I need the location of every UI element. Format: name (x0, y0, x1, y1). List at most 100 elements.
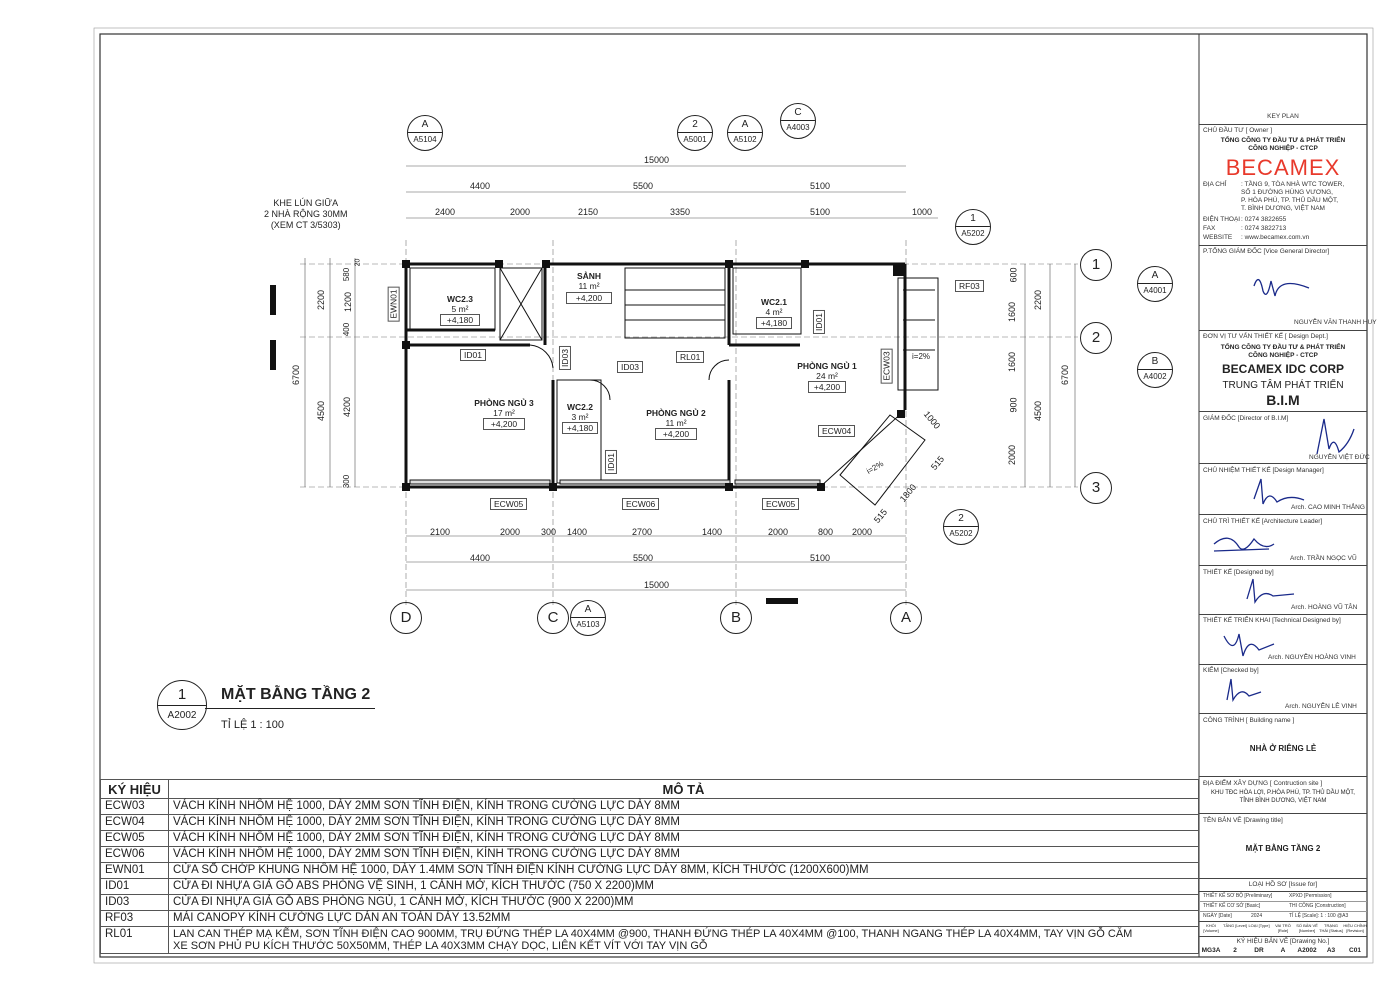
dim: 5500 (633, 181, 654, 191)
dim: 515 (928, 454, 947, 472)
section-marker: 2 A5202 (943, 509, 979, 545)
divider (1199, 901, 1367, 902)
room-name: PHÒNG NGỦ 2 (646, 408, 706, 418)
role-name: Arch. TRẦN NGỌC VŨ (1290, 555, 1357, 562)
issue-values: MG3A 2 DR A A2002 A3 C01 (1201, 947, 1361, 954)
role-label: KIỂM [Checked by] (1203, 667, 1259, 674)
dim-bottom-total: 15000 (644, 580, 670, 590)
table-row: RL01 LAN CAN THÉP MẠ KẼM, SƠN TĨNH ĐIỆN … (100, 926, 1199, 954)
grid-bubble-D: D (390, 602, 422, 634)
curtainwall-tag: ECW06 (622, 498, 660, 510)
window-tag: EWN01 (387, 286, 400, 322)
dim: 400 (342, 322, 352, 337)
room-level: +4,200 (655, 428, 697, 440)
grid-bubble-1: 1 (1080, 249, 1112, 281)
room-level: +4,180 (440, 314, 480, 326)
dim: 1000 (912, 207, 933, 217)
address-label: ĐỊA CHỈ (1203, 181, 1227, 188)
dim: 4400 (470, 553, 491, 563)
legend-col-code: KÝ HIỆU (100, 779, 169, 799)
dim: 1200 (343, 291, 354, 313)
divider (1199, 664, 1367, 665)
grid-bubble-B: B (720, 602, 752, 634)
structural-columns (402, 260, 905, 491)
section-marker: C A4003 (780, 103, 816, 139)
view-bubble: 1 A2002 (157, 680, 207, 730)
project-label: CÔNG TRÌNH [ Building name ] (1203, 717, 1295, 724)
expansion-joint-note: KHE LÚN GIỮA 2 NHÀ RỘNG 30MM (XEM CT 3/5… (264, 198, 348, 230)
dim: 1600 (1007, 301, 1018, 323)
dim: 515 (871, 507, 890, 525)
dim: 2400 (435, 207, 456, 217)
slope-label: i=2% (912, 352, 931, 361)
room-area: 3 m² (571, 412, 589, 422)
issue-construction: THI CÔNG [Construction] (1289, 903, 1346, 909)
divider (1199, 813, 1367, 814)
legend-header: KÝ HIỆU MÔ TẢ (100, 779, 1199, 799)
dim: 2000 (1007, 444, 1018, 466)
curtainwall-tag: ECW05 (762, 498, 800, 510)
divider (1199, 776, 1367, 777)
door-tag: ID03 (617, 361, 643, 373)
divider (1199, 411, 1367, 412)
scale-label: TỈ LỆ [Scale]: 1 : 100 @A3 (1289, 913, 1349, 919)
room-level: +4,200 (566, 292, 612, 304)
dim: 2200 (1033, 289, 1044, 311)
dim-top-total: 15000 (644, 155, 670, 165)
drawing-no-label: KÝ HIỆU BẢN VẼ [Drawing No.] (1236, 938, 1330, 945)
dim: 1000 (921, 409, 943, 431)
role-name: Arch. NGUYỄN LÊ VINH (1285, 703, 1357, 710)
grid-bubble-A: A (890, 602, 922, 634)
dim: 1400 (567, 527, 588, 537)
role-label: CHỦ NHIỆM THIẾT KẾ [Design Manager] (1203, 467, 1324, 474)
room-bed3: PHÒNG NGỦ 3 17 m² +4,200 (470, 398, 538, 430)
phone-label: ĐIỆN THOẠI (1203, 216, 1241, 223)
signature (1316, 418, 1355, 455)
divider (1199, 911, 1367, 912)
issue-basic: THIẾT KẾ CƠ SỞ [Basic] (1203, 903, 1261, 909)
room-wc23: WC2.3 5 m² +4,180 (440, 294, 480, 326)
divider (1199, 463, 1367, 464)
divider (1199, 936, 1367, 937)
drawing-title: MẶT BẰNG TẦNG 2 (1245, 844, 1321, 853)
consultant-line: CÔNG NGHIỆP - CTCP (1248, 352, 1318, 359)
grid-bubble-C: C (537, 602, 569, 634)
dim: 5100 (810, 553, 831, 563)
signature (1213, 537, 1275, 552)
fax: : 0274 3822713 (1241, 225, 1287, 232)
role-label: CHỦ TRÌ THIẾT KẾ [Architecture Leader] (1203, 518, 1323, 525)
view-title: MẶT BẰNG TẦNG 2 (221, 686, 371, 703)
divider (1199, 330, 1367, 331)
date-label: NGÀY [Date] (1203, 913, 1232, 919)
dim: 4500 (1033, 400, 1044, 422)
railing-tag: RL01 (676, 351, 705, 363)
section-marker: B A4002 (1137, 352, 1173, 388)
issue-permission: XPXD [Permission] (1289, 893, 1332, 899)
dim: 5500 (633, 553, 654, 563)
curtainwall-tag: ECW05 (490, 498, 528, 510)
date-value: 2024 (1251, 913, 1263, 919)
key-plan-label: KEY PLAN (1267, 113, 1299, 120)
divider (1199, 921, 1367, 922)
room-wc21: WC2.1 4 m² +4,180 (756, 297, 792, 329)
dim: 2000 (500, 527, 521, 537)
role-name: Arch. HOÀNG VŨ TÂN (1291, 604, 1358, 611)
divider (1199, 245, 1367, 246)
door-tag: ID03 (558, 346, 571, 370)
room-area: 17 m² (493, 408, 515, 418)
role-label: THIẾT KẾ TRIỂN KHAI [Technical Designed … (1203, 617, 1341, 624)
dim: 5100 (810, 181, 831, 191)
consultant-label: ĐƠN VỊ TƯ VẤN THIẾT KẾ [ Design Dept.] (1203, 333, 1328, 340)
divider (1199, 878, 1367, 879)
phone: : 0274 3822655 (1241, 216, 1287, 223)
role-name: NGUYỄN VIỆT ĐỨC (1309, 454, 1370, 461)
section-mark-left-2 (270, 340, 276, 370)
